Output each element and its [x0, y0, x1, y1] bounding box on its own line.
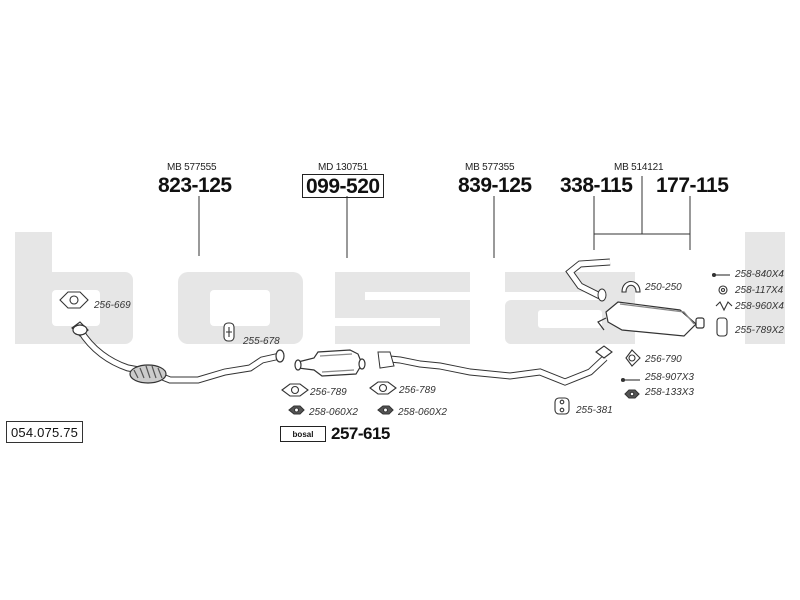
spring-icon: [715, 301, 733, 312]
accessory-label: 258-907X3: [645, 372, 694, 383]
rubber-mount-icon: [554, 397, 570, 415]
middle-pipe-839-125: [377, 351, 608, 386]
oe-number: MB 514121: [614, 162, 664, 173]
accessory-label: 256-669: [94, 300, 131, 311]
part-number-highlighted: 099-520: [302, 174, 384, 198]
part-number: 823-125: [158, 174, 232, 197]
accessory-label: 256-789: [399, 385, 436, 396]
accessory-label: 258-117X4: [735, 285, 784, 296]
catalytic-converter-099-520: [294, 349, 366, 377]
accessory-label: 258-060X2: [309, 407, 358, 418]
part-number: 839-125: [458, 174, 532, 197]
accessory-label: 256-790: [645, 354, 682, 365]
clamp-icon: [621, 280, 641, 293]
oe-number: MB 577555: [167, 162, 217, 173]
oe-number: MD 130751: [318, 162, 368, 173]
accessory-label: 258-060X2: [398, 407, 447, 418]
accessory-label: 258-840X4: [735, 269, 784, 280]
bosal-kit-icon: bosal: [280, 426, 326, 442]
front-pipe-823-125: [71, 321, 285, 384]
accessory-label: 250-250: [645, 282, 682, 293]
kit-brand: bosal: [292, 429, 314, 439]
reference-number: 054.075.75: [6, 421, 84, 443]
accessory-label: 258-133X3: [645, 387, 694, 398]
accessory-label: 256-789: [310, 387, 347, 398]
kit-number: 257-615: [331, 424, 390, 443]
bolt-icon: [711, 272, 730, 278]
bolt-icon: [620, 377, 640, 383]
accessory-label: 258-960X4: [735, 301, 784, 312]
oe-number: MB 577355: [465, 162, 515, 173]
tail-pipe-338-115: [565, 258, 611, 302]
part-number: 177-115: [656, 174, 729, 197]
hanger-icon: [716, 317, 728, 337]
accessory-label: 255-678: [243, 336, 280, 347]
accessory-label: 255-381: [576, 405, 613, 416]
rear-silencer-177-115: [597, 301, 705, 337]
hanger-icon: [223, 322, 235, 342]
accessory-label: 255-789X2: [735, 325, 784, 336]
part-number: 338-115: [560, 174, 633, 197]
